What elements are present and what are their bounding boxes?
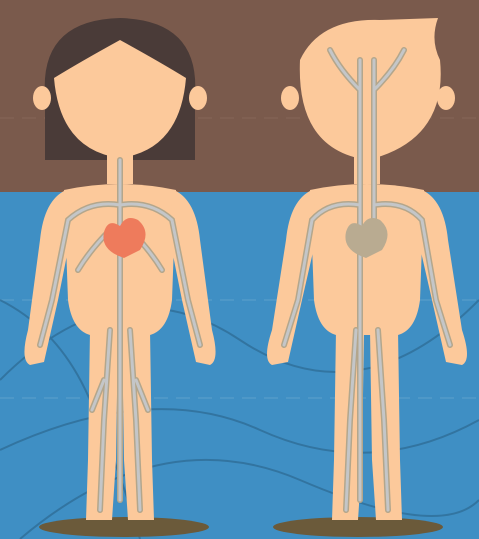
female-ear-right bbox=[189, 86, 207, 110]
female-shadow bbox=[39, 517, 209, 537]
male-ear-left bbox=[281, 86, 299, 110]
female-ear-left bbox=[33, 86, 51, 110]
male-ear-right bbox=[437, 86, 455, 110]
